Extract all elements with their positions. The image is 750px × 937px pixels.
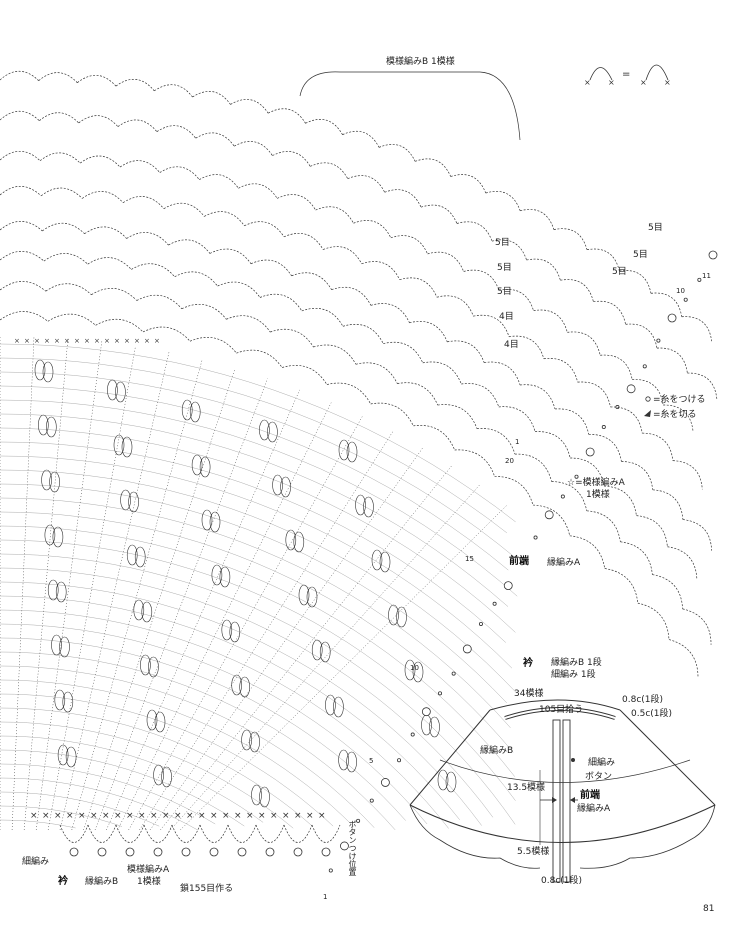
svg-text:×: ×: [584, 78, 591, 87]
single-crochet-label: 細編み: [22, 857, 50, 867]
svg-text:×: ×: [30, 811, 38, 821]
svg-text:×: ×: [144, 337, 150, 345]
schematic-dim-05: 0.5c(1段): [631, 709, 673, 719]
svg-text:×: ×: [270, 811, 278, 821]
svg-text:×: ×: [222, 811, 230, 821]
schematic-edging-b: 縁編みB: [480, 746, 514, 756]
svg-text:×: ×: [306, 811, 314, 821]
schematic-dim-135: 13.5模様: [507, 783, 546, 793]
pattern-b-repeat-label: 模様編みB 1模様: [386, 57, 455, 67]
star-note-line1: ☆=模様編みA: [567, 478, 625, 488]
edging-b-label: 縁編みB: [85, 877, 119, 887]
svg-text:×: ×: [294, 811, 302, 821]
row-number: 20: [505, 457, 514, 465]
svg-text:×: ×: [84, 337, 90, 345]
schematic-dim-55: 5.5模様: [517, 847, 550, 857]
schematic-dim-08-bottom: 0.8c(1段): [541, 876, 583, 886]
legend-cut-yarn: =糸を切る: [653, 410, 697, 420]
svg-text:×: ×: [66, 811, 74, 821]
svg-text:×: ×: [186, 811, 194, 821]
schematic-collar-line1: 縁編みB 1段: [551, 658, 602, 668]
svg-text:×: ×: [64, 337, 70, 345]
svg-text:×: ×: [102, 811, 110, 821]
row-count: 4目: [499, 312, 514, 322]
svg-text:×: ×: [318, 811, 326, 821]
svg-text:×: ×: [246, 811, 254, 821]
schematic-collar-title: 衿: [523, 658, 533, 669]
svg-text:×: ×: [54, 337, 60, 345]
svg-text:×: ×: [114, 337, 120, 345]
svg-text:×: ×: [14, 337, 20, 345]
row-number: 10: [676, 287, 685, 295]
legend-equals: =: [622, 69, 631, 80]
row-count: 5目: [497, 287, 512, 297]
row-number: 11: [702, 272, 711, 280]
front-edge-subtitle: 縁編みA: [547, 558, 581, 568]
row-number: 1: [323, 893, 328, 901]
schematic-front-edge: 前端: [580, 790, 600, 801]
pattern-a-label-line2: 1模様: [137, 877, 161, 887]
collar-label: 衿: [58, 876, 68, 887]
row-number: 10: [410, 664, 419, 672]
row-count: 5目: [495, 238, 510, 248]
schematic-pick-105: 105目拾う: [539, 705, 584, 715]
svg-text:×: ×: [282, 811, 290, 821]
svg-text:×: ×: [126, 811, 134, 821]
svg-text:×: ×: [198, 811, 206, 821]
svg-text:×: ×: [114, 811, 122, 821]
row-count: 4目: [504, 340, 519, 350]
svg-text:×: ×: [154, 337, 160, 345]
svg-text:×: ×: [34, 337, 40, 345]
legend-join-yarn: =糸をつける: [653, 395, 706, 405]
svg-text:×: ×: [44, 337, 50, 345]
page-number: 81: [703, 904, 715, 914]
svg-text:×: ×: [74, 337, 80, 345]
front-edge-title: 前端: [509, 556, 529, 567]
row-count: 5目: [648, 223, 663, 233]
svg-text:×: ×: [234, 811, 242, 821]
row-number: 1: [515, 438, 520, 446]
svg-text:×: ×: [138, 811, 146, 821]
svg-text:×: ×: [124, 337, 130, 345]
row-number: 5: [369, 757, 374, 765]
svg-text:×: ×: [78, 811, 86, 821]
svg-text:×: ×: [54, 811, 62, 821]
schematic-button: ボタン: [585, 772, 613, 782]
svg-text:×: ×: [258, 811, 266, 821]
svg-text:×: ×: [640, 78, 647, 87]
schematic-34-patterns: 34模様: [514, 689, 544, 699]
row-count: 5目: [497, 263, 512, 273]
row-number: 15: [465, 555, 474, 563]
svg-text:×: ×: [90, 811, 98, 821]
schematic-single-crochet: 細編み: [588, 758, 616, 768]
svg-text:×: ×: [150, 811, 158, 821]
svg-text:×: ×: [134, 337, 140, 345]
schematic-edging-a: 縁編みA: [577, 804, 611, 814]
row-count: 5目: [612, 267, 627, 277]
svg-text:×: ×: [24, 337, 30, 345]
svg-text:×: ×: [162, 811, 170, 821]
button-position-label: ボタンつけ位置: [348, 820, 357, 876]
chain-155-label: 鎖155目作る: [180, 884, 234, 894]
star-note-line2: 1模様: [586, 490, 610, 500]
schematic-dim-08-top: 0.8c(1段): [622, 695, 664, 705]
svg-text:×: ×: [664, 78, 671, 87]
schematic-collar-line2: 細編み 1段: [551, 670, 596, 680]
svg-text:×: ×: [42, 811, 50, 821]
svg-text:×: ×: [210, 811, 218, 821]
svg-text:×: ×: [174, 811, 182, 821]
svg-text:×: ×: [104, 337, 110, 345]
pattern-a-label-line1: 模様編みA: [127, 865, 170, 875]
svg-text:×: ×: [608, 78, 615, 87]
row-count: 5目: [633, 250, 648, 260]
svg-text:×: ×: [94, 337, 100, 345]
